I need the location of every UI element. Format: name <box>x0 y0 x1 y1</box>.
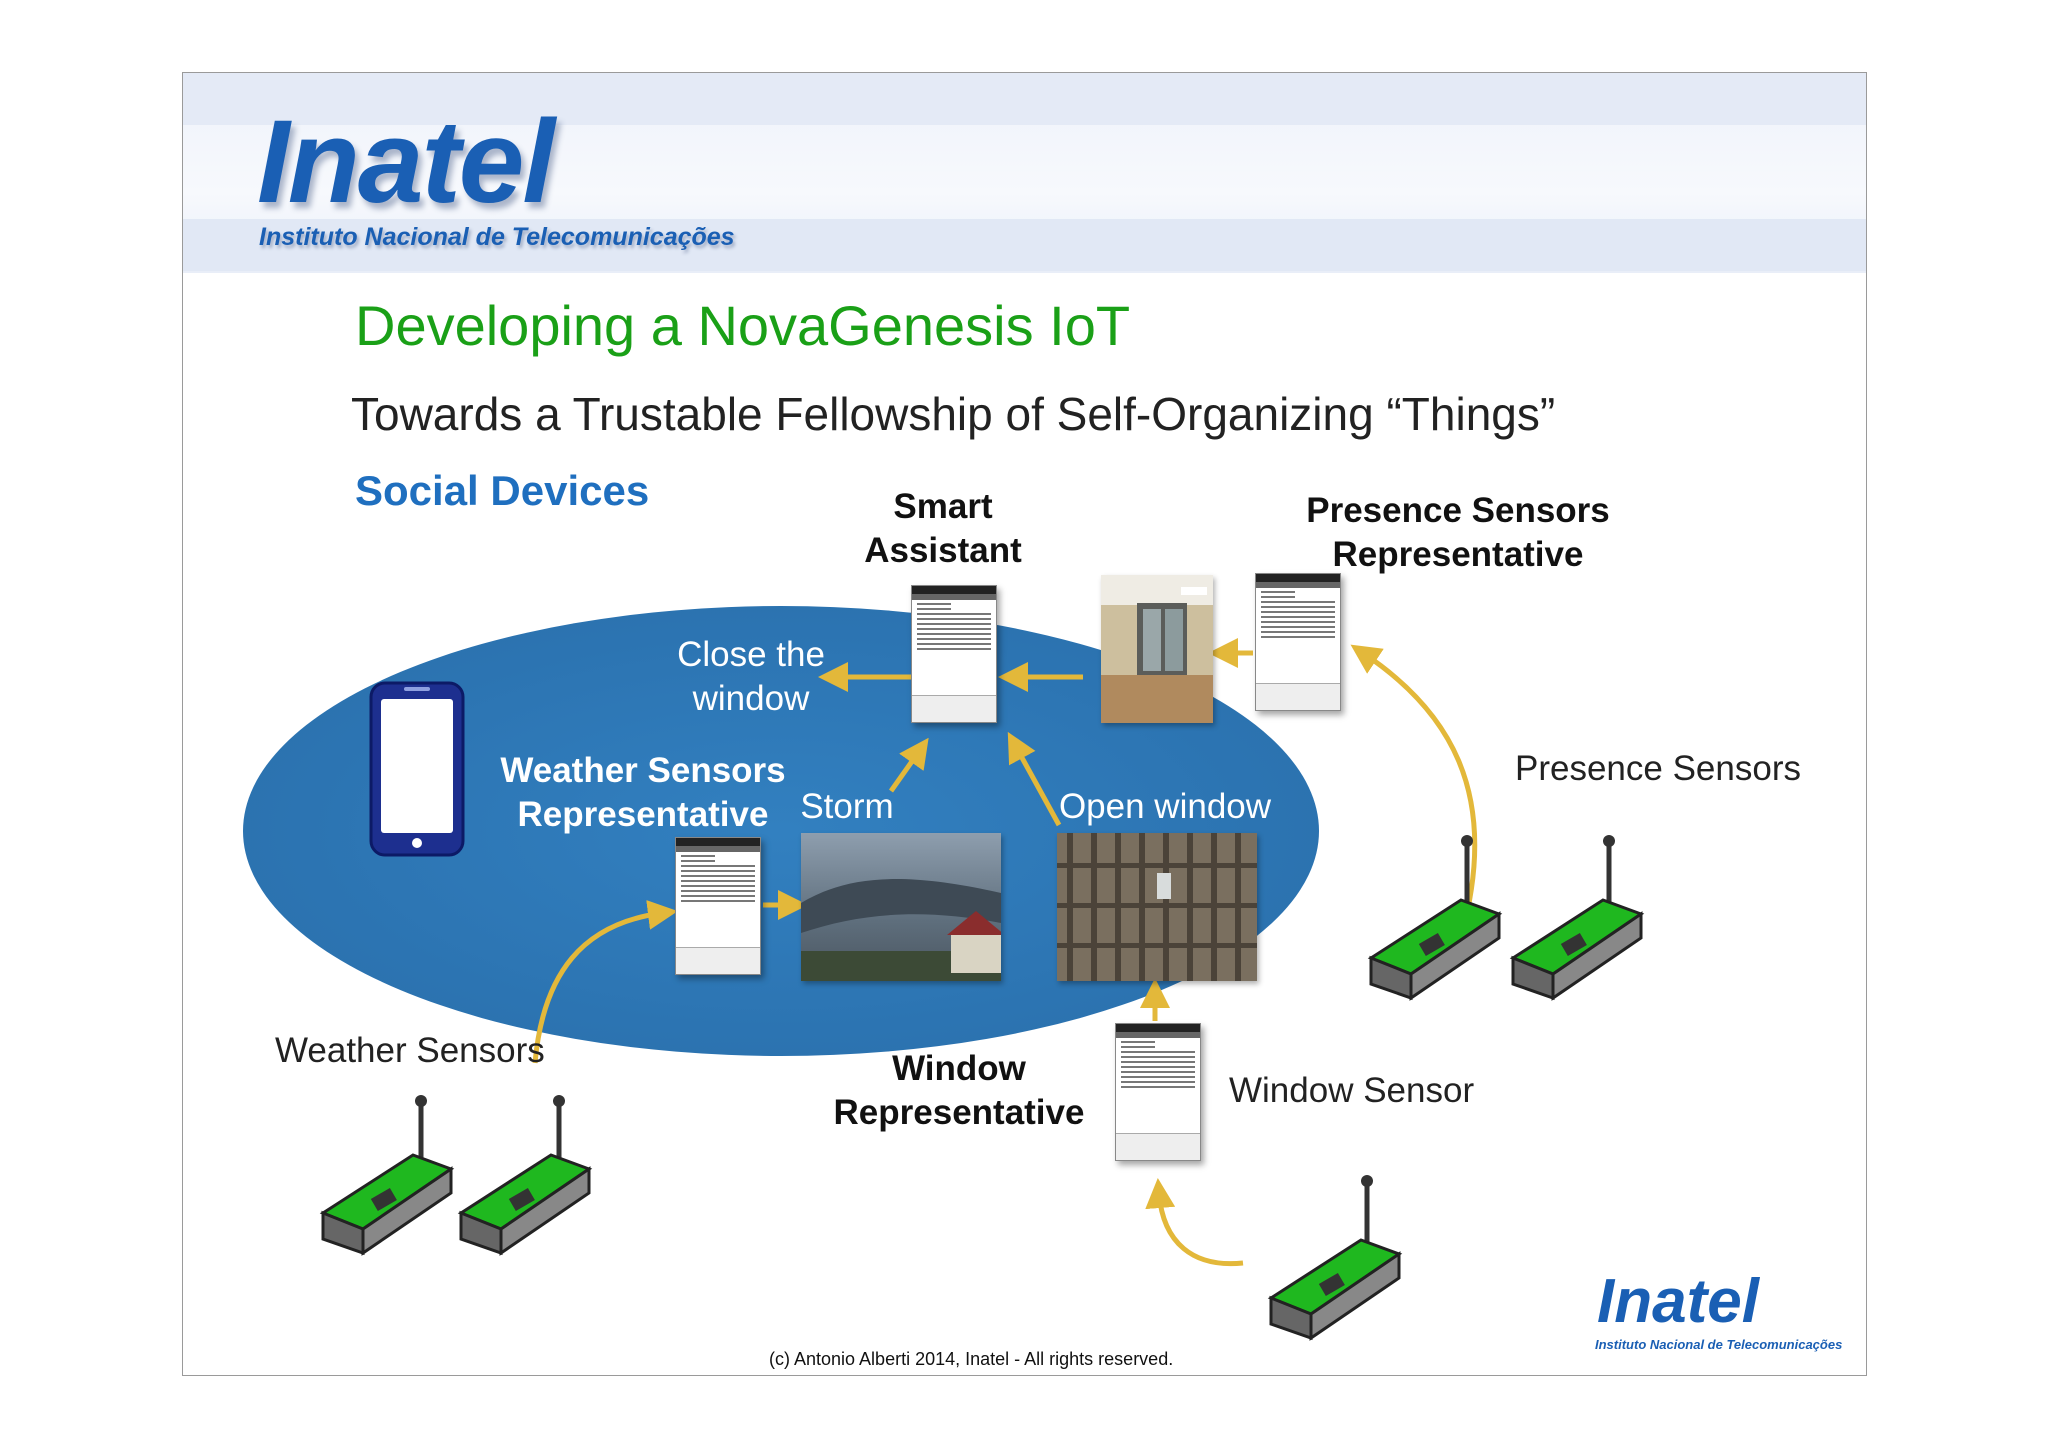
flow-arrows <box>532 638 1478 1267</box>
storm-photo <box>801 833 1001 981</box>
weather-sensors-label: Weather Sensors <box>275 1031 545 1070</box>
weather-sensor-2 <box>457 1095 593 1256</box>
presence-sensor-2 <box>1509 835 1645 1001</box>
slide-subtitle: Towards a Trustable Fellowship of Self-O… <box>351 388 1556 440</box>
window-sensor <box>1267 1175 1403 1341</box>
room-photo <box>1101 575 1213 723</box>
weather-rep-screen <box>675 837 761 975</box>
storm-label: Storm <box>800 787 894 826</box>
smartphone-icon <box>369 681 465 857</box>
window-sensor-label: Window Sensor <box>1229 1071 1475 1110</box>
presence-sensors-label: Presence Sensors <box>1515 749 1801 788</box>
slide-title: Developing a NovaGenesis IoT <box>355 294 1131 357</box>
weather-sensor-1 <box>319 1095 455 1256</box>
inatel-logo: Inatel <box>257 96 555 228</box>
inatel-logo-subtitle: Instituto Nacional de Telecomunicações <box>259 223 735 251</box>
section-heading: Social Devices <box>355 467 650 514</box>
network-ellipse <box>243 606 1319 1056</box>
inatel-footer-logo-subtitle: Instituto Nacional de Telecomunicações <box>1595 1337 1843 1352</box>
open-window-label: Open window <box>1058 787 1272 826</box>
header-band: Inatel Instituto Nacional de Telecomunic… <box>183 73 1866 273</box>
smart-assistant-screen <box>911 585 997 723</box>
inatel-footer-logo: Inatel <box>1597 1267 1759 1336</box>
window-rep-screen <box>1115 1023 1201 1161</box>
slide: Inatel Instituto Nacional de Telecomunic… <box>182 72 1867 1376</box>
open-window-photo <box>1057 833 1257 981</box>
presence-sensor-1 <box>1367 835 1503 1001</box>
presence-rep-screen <box>1255 573 1341 711</box>
copyright-footer: (c) Antonio Alberti 2014, Inatel - All r… <box>769 1349 1174 1369</box>
diagram-graphics <box>243 606 1645 1341</box>
